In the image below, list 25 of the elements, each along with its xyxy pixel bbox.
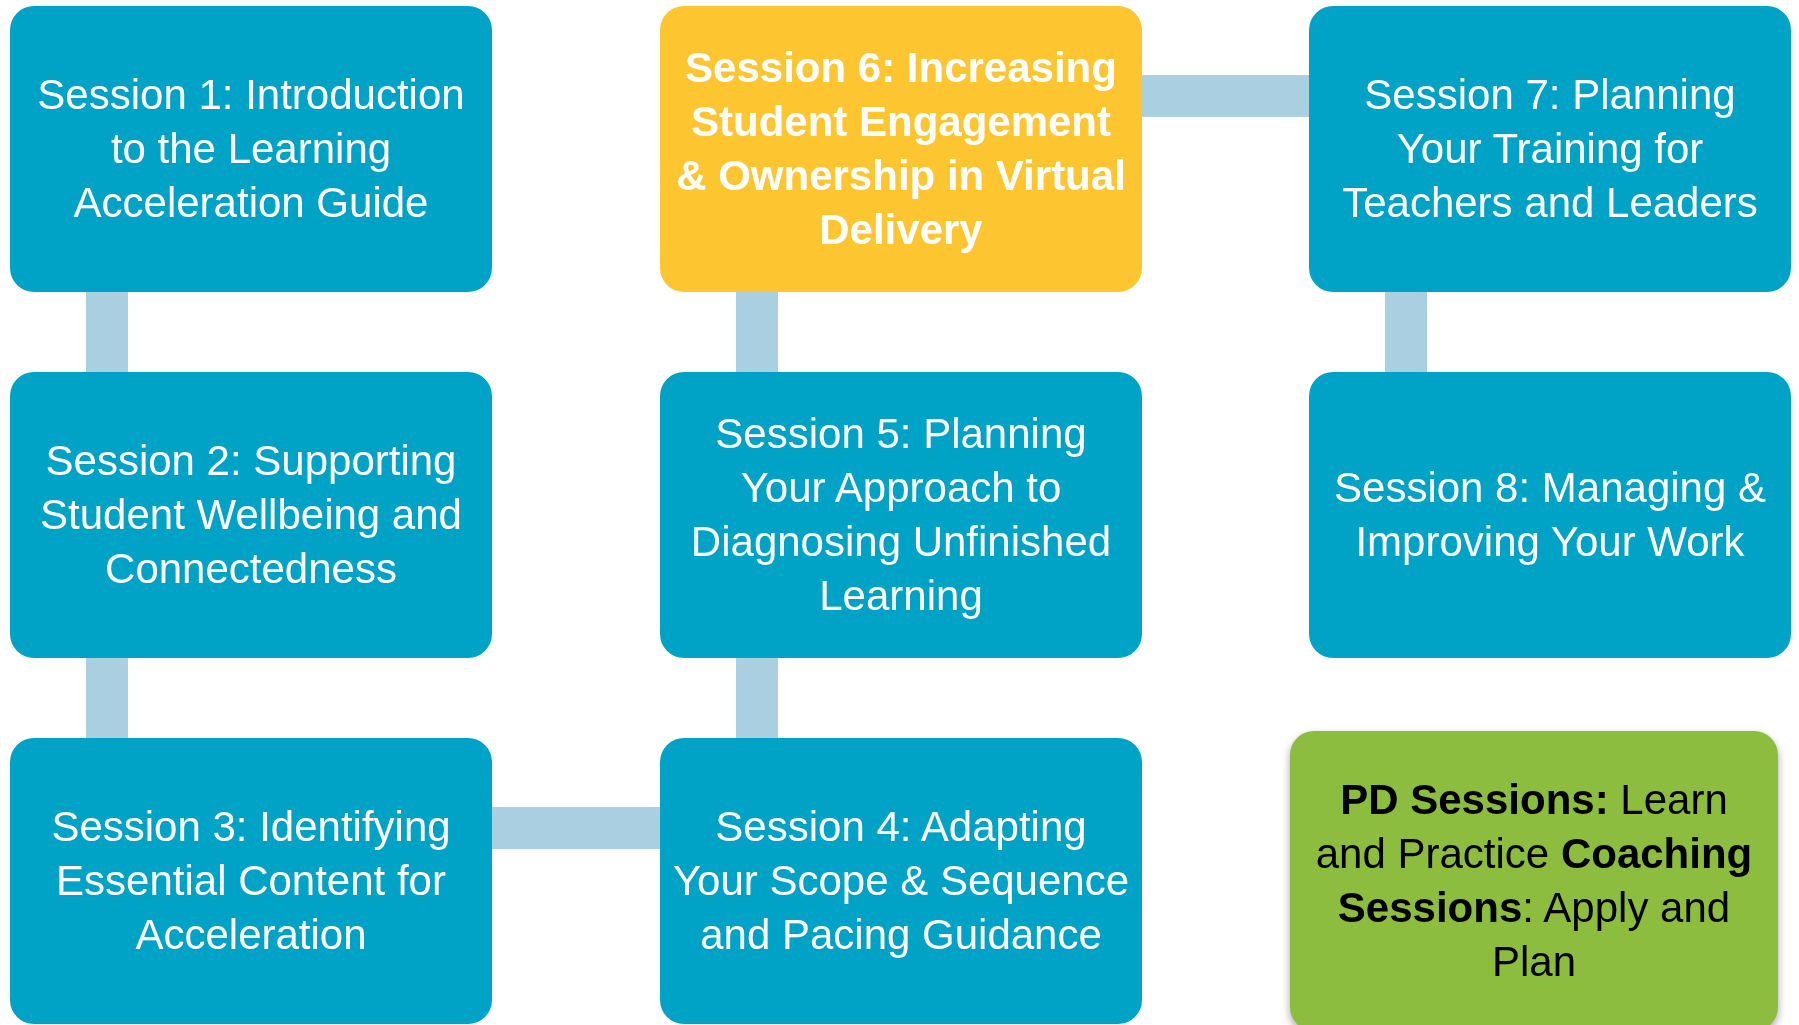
session-title: Session 7: Planning Your Training for Teachers and Leaders — [1341, 69, 1759, 229]
key-box — [1290, 731, 1778, 1025]
session-box — [1309, 6, 1791, 292]
connector-bar — [492, 807, 660, 849]
session-title: Session 1: Introduction to the Learning Acceleration Guide — [36, 69, 466, 229]
session-box — [660, 372, 1142, 658]
session-title: Session 3: Identifying Essential Content for Acceleration — [50, 801, 452, 961]
session-title: PD Sessions: Learn and Practice Coaching Sessions: Apply and Plan — [1314, 774, 1754, 988]
highlighted-session-box — [660, 6, 1142, 292]
connector-bar — [736, 658, 778, 738]
connector-bar — [1142, 75, 1309, 117]
session-box — [10, 738, 492, 1024]
connector-bar — [86, 658, 128, 738]
session-title: Session 8: Managing & Improving Your Work — [1333, 462, 1767, 567]
session-box — [10, 6, 492, 292]
connector-bar — [1385, 292, 1427, 372]
session-box — [10, 372, 492, 658]
session-box — [1309, 372, 1791, 658]
session-box — [660, 738, 1142, 1024]
session-title: Session 4: Adapting Your Scope & Sequence and Pacing Guidance — [671, 801, 1131, 961]
session-title: Session 6: Increasing Student Engagement & Ownership in Virtual Delivery — [675, 42, 1127, 256]
session-title: Session 5: Planning Your Approach to Diagnosing Unfinished Learning — [689, 408, 1113, 622]
session-title: Session 2: Supporting Student Wellbeing and Connectedness — [39, 435, 463, 595]
connector-bar — [736, 292, 778, 372]
connector-bar — [86, 292, 128, 372]
